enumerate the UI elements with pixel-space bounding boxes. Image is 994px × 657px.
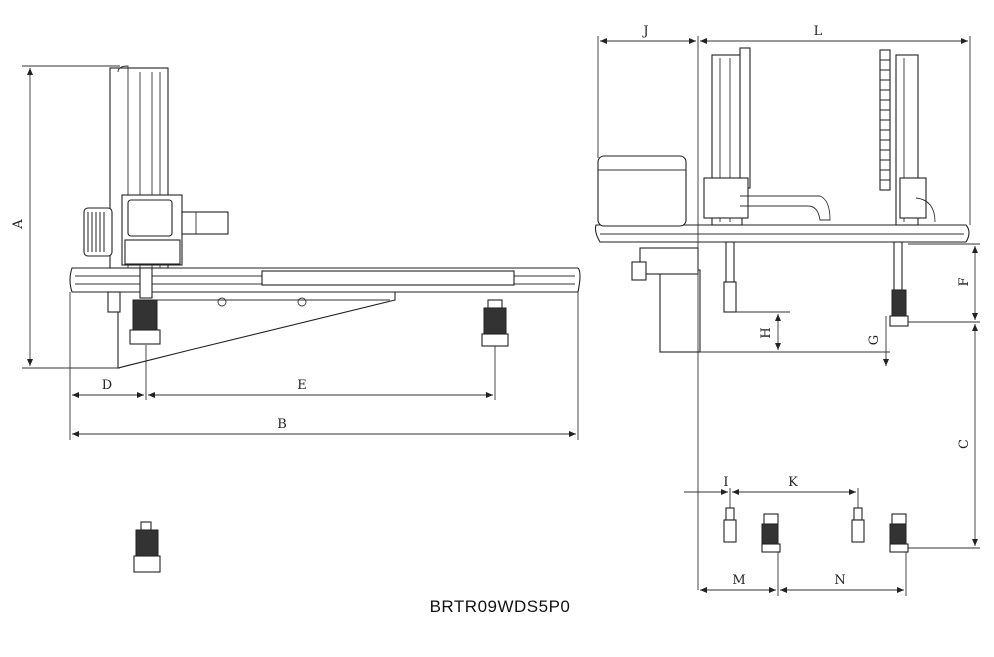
model-code: BRTR09WDS5P0	[430, 597, 571, 616]
dim-label-c: C	[957, 439, 972, 449]
dim-label-m: M	[732, 573, 745, 588]
dim-label-f: F	[957, 277, 972, 286]
dim-label-g: G	[867, 335, 882, 345]
dim-label-d: D	[102, 378, 112, 393]
dim-label-b: B	[277, 417, 287, 432]
dim-label-j: J	[641, 24, 648, 39]
dim-label-i: I	[723, 475, 728, 490]
dim-label-e: E	[297, 378, 307, 393]
front-view-dimensions	[597, 36, 980, 596]
gripper-positions	[723, 507, 909, 553]
dim-label-a: A	[11, 219, 26, 230]
front-view	[594, 47, 970, 353]
dim-label-l: L	[814, 24, 823, 39]
side-view-dimensions	[22, 65, 579, 440]
dim-label-h: H	[759, 327, 774, 338]
dim-label-k: K	[788, 475, 798, 490]
dim-label-n: N	[834, 573, 845, 588]
side-view	[69, 65, 581, 573]
